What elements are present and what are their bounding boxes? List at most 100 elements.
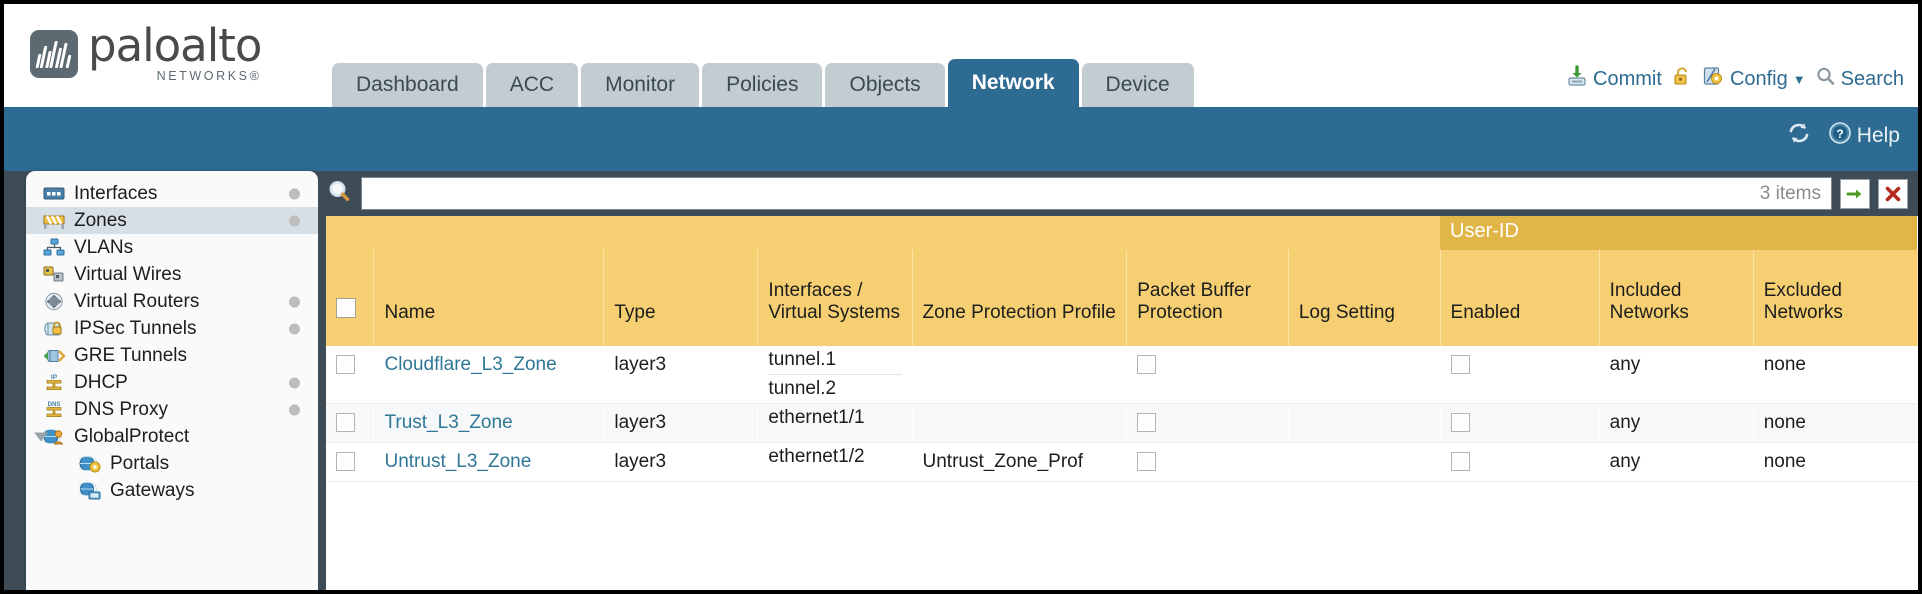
row-select-cell [326, 442, 375, 482]
zone-name-cell: Trust_L3_Zone [373, 403, 605, 443]
row-select-cell [326, 403, 375, 443]
interface-value: ethernet1/2 [768, 446, 865, 467]
zone-name-link[interactable]: Trust_L3_Zone [384, 412, 513, 433]
group-header-userid: User-ID [1440, 216, 1918, 250]
sub-header: ? Help [4, 107, 1918, 171]
zone-type-value: layer3 [614, 354, 667, 375]
config-wrench-icon [1702, 65, 1725, 93]
zone-name-link[interactable]: Cloudflare_L3_Zone [384, 354, 557, 375]
sidebar-item-label: Gateways [110, 479, 195, 501]
select-all-header-cell [326, 250, 375, 346]
row-select-checkbox[interactable] [336, 355, 355, 375]
sidebar-item-label: DNS Proxy [74, 398, 168, 420]
green-arrow-icon [1846, 189, 1862, 198]
zones-icon [42, 211, 66, 231]
column-header-name[interactable]: Name [373, 250, 605, 346]
sidebar-item-interfaces[interactable]: Interfaces [26, 180, 318, 207]
gateways-icon [78, 481, 102, 501]
svg-text:?: ? [1836, 127, 1843, 141]
row-select-checkbox[interactable] [336, 413, 355, 433]
sidebar-item-label: Virtual Routers [74, 290, 200, 312]
packet-buffer-protection-checkbox[interactable] [1137, 452, 1157, 472]
sidebar-item-label: Portals [110, 452, 170, 474]
zone-protection-profile-cell [912, 403, 1128, 443]
search-field-wrapper[interactable]: 3 items [361, 177, 1832, 210]
tab-policies[interactable]: Policies [702, 63, 823, 107]
tab-network[interactable]: Network [947, 59, 1079, 107]
sidebar-item-label: Interfaces [74, 182, 158, 204]
tab-objects[interactable]: Objects [825, 63, 945, 107]
apply-filter-button[interactable] [1840, 178, 1870, 209]
sidebar-item-portals[interactable]: Portals [26, 450, 318, 477]
interface-value: tunnel.1 [768, 346, 902, 375]
clear-filter-button[interactable] [1878, 178, 1908, 209]
packet-buffer-protection-cell [1126, 442, 1289, 482]
config-menu-button[interactable]: Config ▼ [1702, 65, 1806, 93]
zone-type-cell: layer3 [603, 346, 759, 404]
column-header-interfaces-virtual-systems[interactable]: Interfaces / Virtual Systems [757, 250, 913, 346]
packet-buffer-protection-checkbox[interactable] [1137, 355, 1157, 375]
virtual-routers-icon [42, 292, 66, 312]
tab-dashboard[interactable]: Dashboard [332, 63, 483, 107]
chevron-down-icon[interactable]: ▼ [1792, 71, 1806, 87]
tab-device[interactable]: Device [1081, 63, 1194, 107]
tab-monitor[interactable]: Monitor [581, 63, 700, 107]
sidebar-item-gre-tunnels[interactable]: GRE Tunnels [26, 342, 318, 369]
dhcp-icon: IP [42, 373, 66, 393]
refresh-icon[interactable] [1786, 120, 1812, 151]
help-button[interactable]: ? Help [1828, 121, 1900, 151]
row-select-checkbox[interactable] [336, 452, 355, 472]
column-header-packet-buffer-protection[interactable]: Packet Buffer Protection [1126, 250, 1289, 346]
help-label: Help [1856, 123, 1900, 147]
userid-enabled-checkbox[interactable] [1450, 452, 1470, 472]
column-header-included-networks[interactable]: Included Networks [1599, 250, 1754, 346]
userid-enabled-checkbox[interactable] [1450, 355, 1470, 375]
sidebar-item-virtual-routers[interactable]: Virtual Routers [26, 288, 318, 315]
svg-text:DNS: DNS [48, 402, 61, 408]
packet-buffer-protection-checkbox[interactable] [1137, 413, 1157, 433]
tab-acc[interactable]: ACC [485, 63, 579, 107]
zone-name-cell: Untrust_L3_Zone [373, 442, 605, 482]
included-networks-cell: any [1599, 442, 1754, 482]
log-setting-cell [1288, 346, 1441, 404]
search-input[interactable] [372, 182, 1760, 205]
sidebar-item-indicator-dot [289, 323, 300, 334]
sidebar-item-dns-proxy[interactable]: DNS DNS Proxy [26, 396, 318, 423]
select-all-checkbox[interactable] [336, 298, 356, 318]
interfaces-cell: ethernet1/1 [757, 403, 913, 443]
excluded-networks-cell: none [1753, 403, 1918, 443]
item-count-label: 3 items [1759, 182, 1821, 204]
sidebar-item-virtual-wires[interactable]: Virtual Wires [26, 261, 318, 288]
row-select-cell [326, 346, 375, 404]
zone-name-link[interactable]: Untrust_L3_Zone [384, 451, 532, 472]
sidebar-item-globalprotect[interactable]: GlobalProtect [26, 423, 318, 450]
search-button[interactable]: Search [1815, 66, 1904, 93]
chevron-down-icon[interactable] [34, 432, 48, 441]
interfaces-cell: ethernet1/2 [757, 442, 913, 482]
column-header-type[interactable]: Type [603, 250, 759, 346]
column-header-zone-protection-profile[interactable]: Zone Protection Profile [912, 250, 1128, 346]
column-header-excluded-networks[interactable]: Excluded Networks [1753, 250, 1918, 346]
sidebar-item-indicator-dot [289, 377, 300, 388]
search-label: Search [1840, 67, 1904, 90]
excluded-networks-value: none [1763, 451, 1807, 472]
sidebar-item-gateways[interactable]: Gateways [26, 477, 318, 504]
userid-enabled-cell [1440, 442, 1600, 482]
sidebar-item-vlans[interactable]: VLANs [26, 234, 318, 261]
sidebar-item-indicator-dot [289, 404, 300, 415]
userid-enabled-checkbox[interactable] [1450, 413, 1470, 433]
column-header-log-setting[interactable]: Log Setting [1288, 250, 1441, 346]
sidebar-item-ipsec-tunnels[interactable]: IPSec Tunnels [26, 315, 318, 342]
column-header-enabled[interactable]: Enabled [1440, 250, 1600, 346]
sidebar-item-zones[interactable]: Zones [26, 207, 318, 234]
search-magnifier-icon[interactable] [326, 178, 353, 210]
commit-button[interactable]: Commit [1566, 65, 1662, 93]
lock-button[interactable] [1671, 65, 1693, 93]
